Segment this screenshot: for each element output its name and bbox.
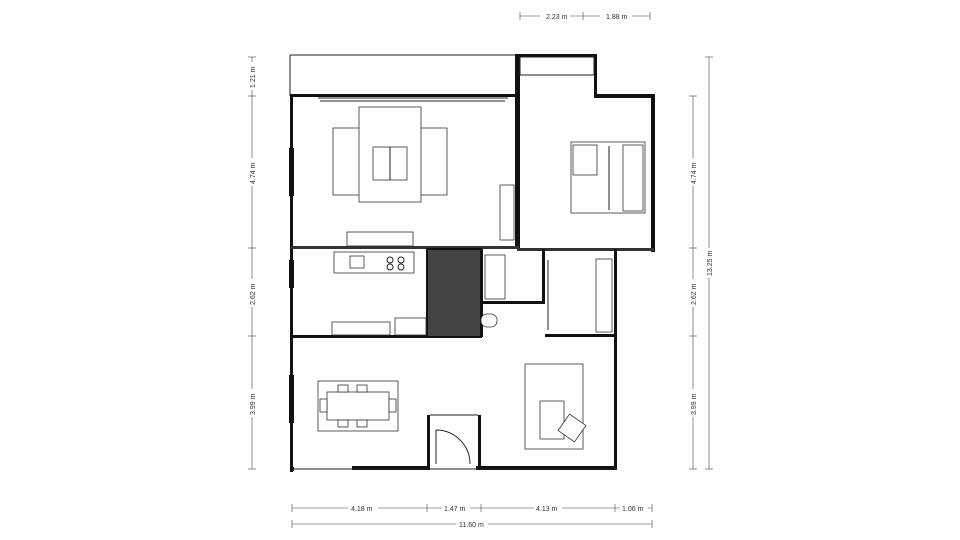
bottom-dim-label-1: 4.18 m: [351, 506, 373, 513]
tv-cabinet: [346, 231, 414, 247]
sofa-left: [332, 127, 361, 196]
living-room-furniture: [318, 97, 515, 247]
overall-width-label: 11.60 m: [459, 522, 484, 529]
desk: [539, 400, 565, 440]
dining-table: [326, 391, 390, 421]
bottom-dim-label-3: 4.13 m: [536, 506, 558, 513]
kitchen-furniture: [331, 251, 427, 336]
left-dimension-lines: 1.21 m 4.74 m 2.62 m 3.99 m: [247, 56, 257, 470]
entrance-door: [435, 429, 471, 465]
bathroom-fixtures: [480, 254, 613, 333]
overall-height-label: 13.25 m: [707, 251, 714, 276]
left-dim-label-4: 3.99 m: [250, 393, 257, 415]
left-dim-label-3: 2.62 m: [250, 283, 257, 305]
right-dimension-lines: 4.74 m 2.62 m 3.99 m 13.25 m: [688, 56, 714, 470]
kitchen-counter-bottom: [331, 321, 391, 336]
bedroom-furniture: [570, 141, 646, 214]
office-furniture: [524, 363, 587, 450]
bottom-dim-label-2: 1.47 m: [444, 506, 466, 513]
right-dim-label-2: 2.62 m: [691, 283, 698, 305]
side-cabinet: [499, 184, 515, 241]
toilet: [480, 313, 498, 328]
dining-furniture: [317, 380, 399, 432]
bottom-dimension-lines: 4.18 m 1.47 m 4.13 m 1.06 m 11.60 m: [291, 503, 653, 529]
right-dim-label-3: 3.99 m: [691, 393, 698, 415]
stairwell: [426, 248, 482, 338]
top-dim-label-1: 2.23 m: [546, 14, 568, 21]
office-chair: [557, 413, 587, 443]
left-dim-label-1: 1.21 m: [250, 66, 257, 88]
left-dim-label-2: 4.74 m: [250, 162, 257, 184]
top-dim-label-2: 1.88 m: [606, 14, 628, 21]
walls: [289, 54, 655, 472]
right-dim-label-1: 4.74 m: [691, 162, 698, 184]
top-dimension-lines: 2.23 m 1.88 m: [519, 11, 651, 21]
sofa-right: [419, 127, 448, 196]
bathtub: [595, 258, 613, 333]
bottom-dim-label-4: 1.06 m: [622, 506, 644, 513]
